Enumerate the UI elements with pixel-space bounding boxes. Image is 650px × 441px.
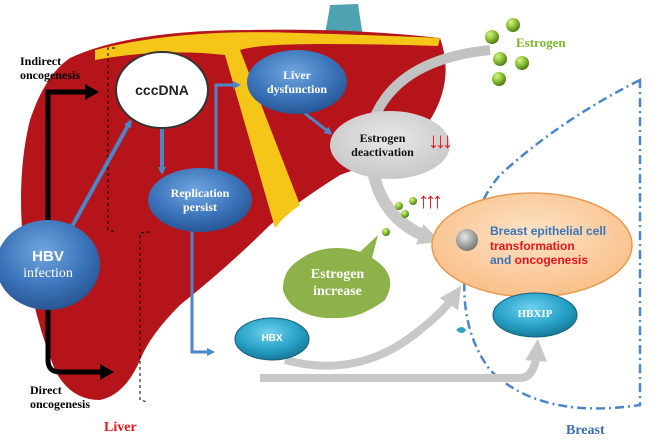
liver-dysfunction-label: Liver dysfunction: [247, 62, 347, 102]
direct-label-line1: Direct: [30, 383, 62, 397]
estrogen-dot: [492, 72, 506, 86]
liver-dysfunction-line1: Liver: [283, 67, 311, 82]
liver-dysfunction-node: [247, 50, 347, 114]
cccdna-label: cccDNA: [135, 81, 189, 98]
estrogen-dot: [515, 56, 529, 70]
liver-dysfunction-line2: dysfunction: [266, 82, 328, 96]
indirect-label-line2: oncogenesis: [20, 67, 80, 82]
breast-cell-line3-and: and: [490, 253, 515, 268]
estrogen-deactivation-line1: Estrogen: [359, 130, 406, 145]
breast-cell-label: Breast epithelial cell transformation an…: [490, 218, 615, 274]
up-arrows-indicator: ↑↑↑: [418, 188, 443, 213]
indirect-oncogenesis-label: Indirect oncogenesis: [20, 54, 80, 83]
liver-label: Liver: [104, 420, 137, 435]
hbx-node: [234, 317, 310, 361]
cccdna-node: [115, 51, 209, 129]
arrow-replication-to-liver-dysfunction: [214, 81, 241, 185]
direct-oncogenesis-label: Direct oncogenesis: [30, 383, 90, 412]
hbv-line1: HBV: [32, 247, 64, 265]
estrogen-dot: [485, 30, 499, 44]
estrogen-deactivation-node: [330, 111, 450, 179]
breast-label: Breast: [566, 423, 605, 438]
hbv-infection-label: HBV infection: [0, 243, 96, 287]
oncogenesis-black-path-direct: [45, 308, 114, 380]
replication-line2: persist: [183, 200, 217, 214]
cell-nucleus: [456, 229, 478, 251]
oncogenesis-black-path-indirect: [45, 84, 99, 240]
breast-cell-line3: and oncogenesis: [490, 253, 588, 267]
breast-cell-line3-oncogenesis: oncogenesis: [514, 253, 589, 268]
breast-nipple: [456, 327, 466, 333]
down-arrows-indicator: ↓↓↓: [428, 128, 453, 153]
replication-persist-node: [148, 168, 252, 232]
replication-line1: Replication: [170, 185, 230, 200]
estrogen-increase-line2: increase: [313, 284, 362, 299]
estrogen-label: Estrogen: [516, 35, 566, 50]
breast-cell-line1: Breast epithelial cell: [490, 224, 607, 239]
estrogen-dot: [506, 18, 520, 32]
estrogen-dot: [401, 210, 409, 218]
estrogen-increase-line1: Estrogen: [310, 267, 365, 283]
arrow-replication-to-hbx: [190, 228, 215, 356]
estrogen-increase-label: Estrogen increase: [290, 262, 385, 306]
estrogen-molecules: [382, 18, 529, 236]
hbv-infection-node: [0, 220, 100, 310]
breast-cell-line2: transformation: [490, 238, 575, 253]
grey-arrow-to-hbxip: [260, 339, 548, 382]
grey-arrow-hbx-to-cell: [283, 285, 462, 370]
estrogen-deactivation-line2: deactivation: [351, 145, 414, 159]
bracket-indirect: [107, 47, 118, 233]
bracket-direct: [139, 231, 151, 403]
estrogen-dot: [382, 228, 390, 236]
direct-label-line2: oncogenesis: [30, 396, 90, 411]
liver-yellow-band: [95, 32, 440, 229]
indirect-label-line1: Indirect: [20, 54, 62, 68]
hbxip-node: [492, 292, 578, 338]
estrogen-dot: [409, 197, 417, 205]
estrogen-deactivation-label: Estrogen deactivation: [340, 125, 425, 165]
estrogen-dot: [395, 202, 403, 210]
arrow-hbv-to-cccdna: [68, 119, 132, 231]
hbv-line2: infection: [23, 265, 73, 281]
replication-persist-label: Replication persist: [150, 180, 250, 220]
hbxip-label: HBXIP: [517, 308, 553, 321]
estrogen-increase-ellipse: [287, 248, 387, 318]
hbx-label: HBX: [261, 333, 283, 344]
gallbladder-shape: [324, 4, 363, 37]
estrogen-dot: [493, 52, 507, 66]
